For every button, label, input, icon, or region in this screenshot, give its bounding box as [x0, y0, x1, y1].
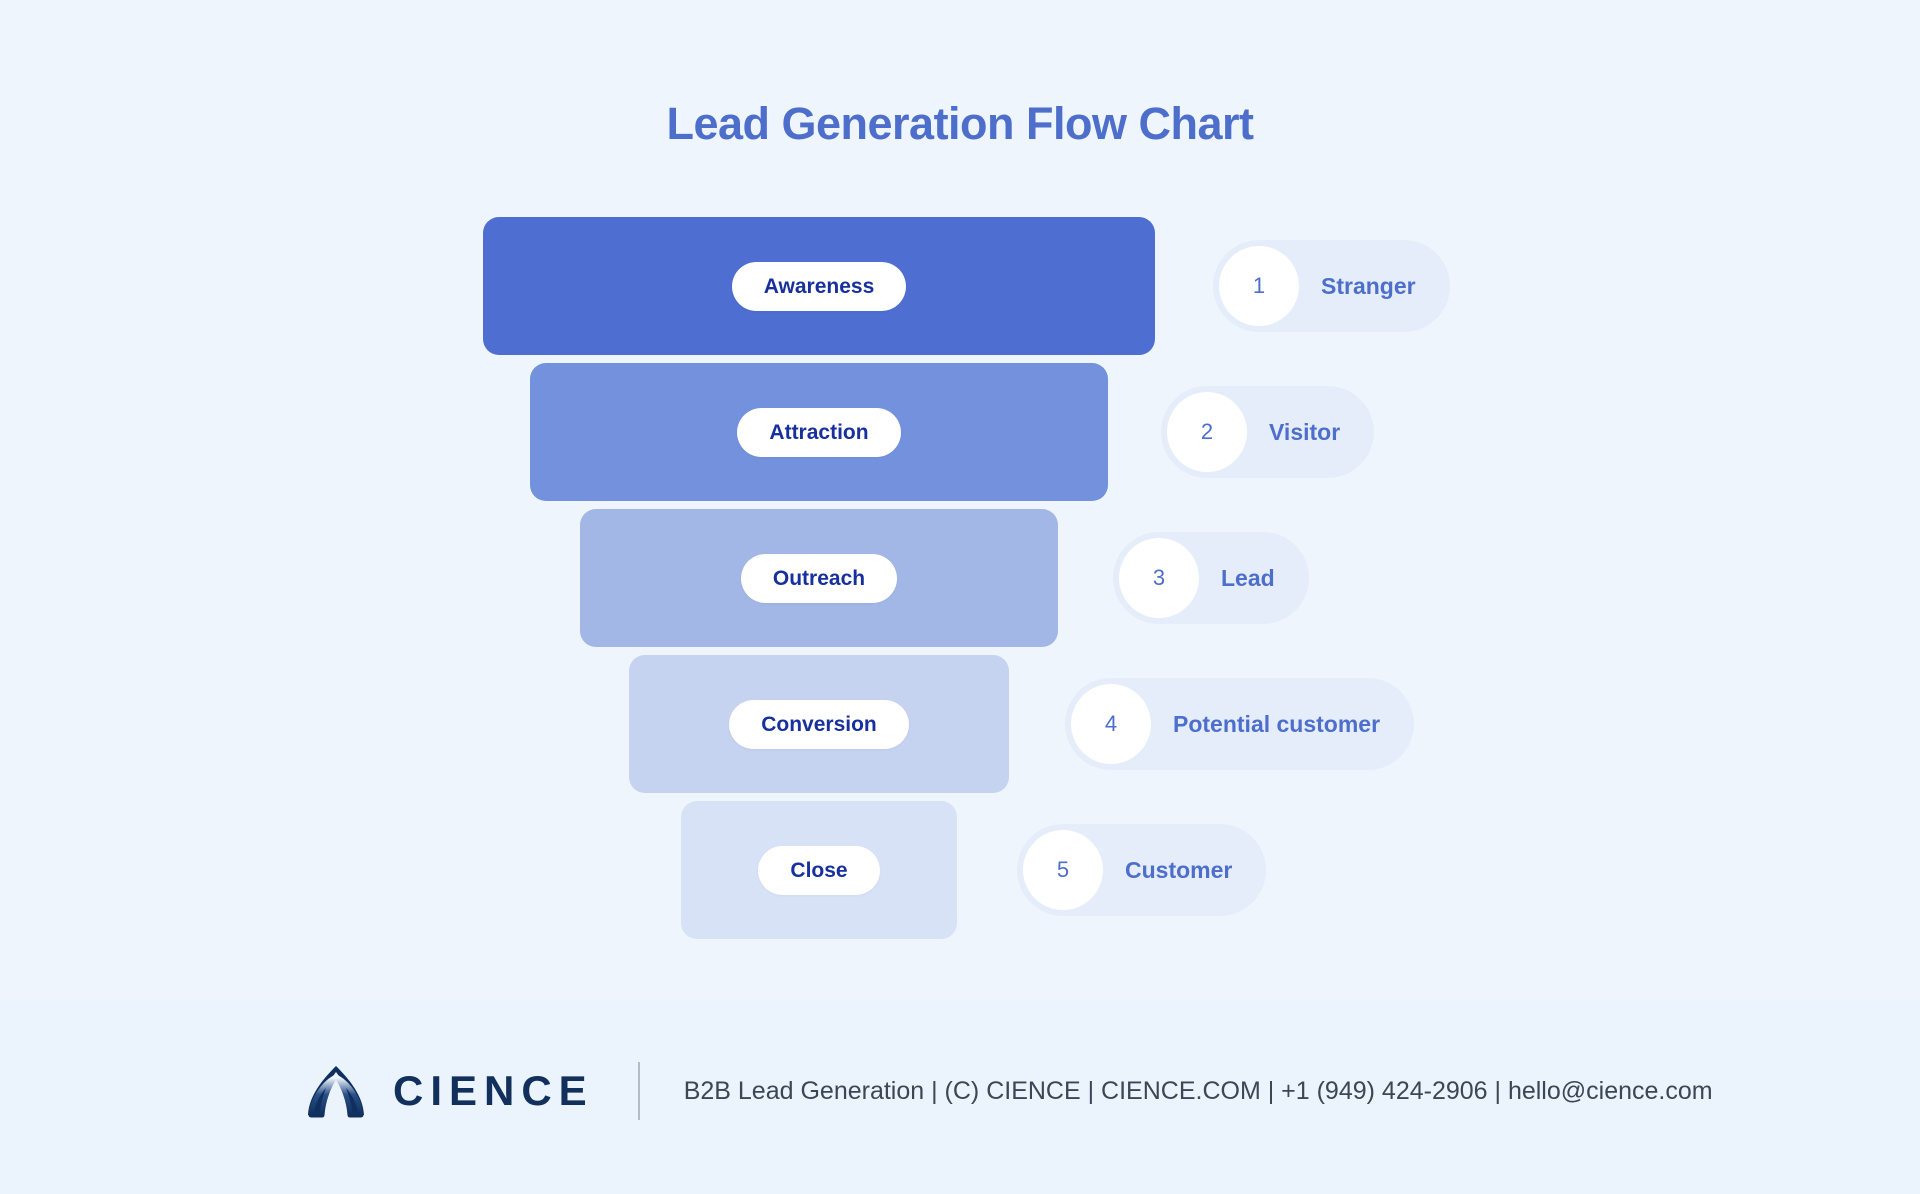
- persona-step-number: 1: [1219, 246, 1299, 326]
- funnel-stage-row: Awareness 1 Stranger: [0, 213, 1920, 359]
- cience-logo-icon: [303, 1062, 369, 1120]
- persona-label: Visitor: [1269, 418, 1341, 445]
- footer-divider: [637, 1062, 640, 1120]
- funnel-bar-label: Awareness: [731, 261, 907, 311]
- persona-step-number: 3: [1119, 538, 1199, 618]
- persona-label: Customer: [1125, 856, 1233, 883]
- persona-label: Potential customer: [1173, 710, 1381, 737]
- brand-wordmark: CIENCE: [393, 1067, 594, 1114]
- funnel-stage-row: Outreach 3 Lead: [0, 505, 1920, 651]
- persona-label: Lead: [1221, 564, 1275, 591]
- page-title: Lead Generation Flow Chart: [666, 98, 1254, 149]
- persona-step-number: 5: [1023, 830, 1103, 910]
- footer-content: CIENCE B2B Lead Generation | (C) CIENCE …: [303, 1062, 1713, 1120]
- funnel-stage-row: Attraction 2 Visitor: [0, 359, 1920, 505]
- persona-pill-potential-customer[interactable]: 4 Potential customer: [1065, 678, 1415, 770]
- funnel-bar-conversion[interactable]: Conversion: [629, 655, 1009, 793]
- persona-pill-stranger[interactable]: 1 Stranger: [1213, 240, 1450, 332]
- footer-contact-text: B2B Lead Generation | (C) CIENCE | CIENC…: [683, 1076, 1713, 1105]
- funnel-bar-outreach[interactable]: Outreach: [580, 509, 1058, 647]
- funnel-bar-awareness[interactable]: Awareness: [483, 217, 1155, 355]
- persona-pill-lead[interactable]: 3 Lead: [1113, 532, 1309, 624]
- footer: CIENCE B2B Lead Generation | (C) CIENCE …: [0, 1000, 1920, 1194]
- persona-label: Stranger: [1321, 272, 1416, 299]
- persona-step-number: 4: [1071, 684, 1151, 764]
- funnel-bar-label: Outreach: [740, 553, 898, 603]
- persona-pill-customer[interactable]: 5 Customer: [1017, 824, 1267, 916]
- persona-pill-visitor[interactable]: 2 Visitor: [1161, 386, 1375, 478]
- funnel-stage-row: Close 5 Customer: [0, 797, 1920, 943]
- funnel-bar-attraction[interactable]: Attraction: [530, 363, 1108, 501]
- funnel-bar-close[interactable]: Close: [681, 801, 957, 939]
- funnel-bar-label: Conversion: [729, 699, 909, 749]
- funnel-bar-label: Attraction: [737, 407, 901, 457]
- funnel-stage-row: Conversion 4 Potential customer: [0, 651, 1920, 797]
- funnel-chart: Awareness 1 Stranger Attraction 2 Visito…: [0, 213, 1920, 943]
- persona-step-number: 2: [1167, 392, 1247, 472]
- funnel-bar-label: Close: [758, 845, 880, 895]
